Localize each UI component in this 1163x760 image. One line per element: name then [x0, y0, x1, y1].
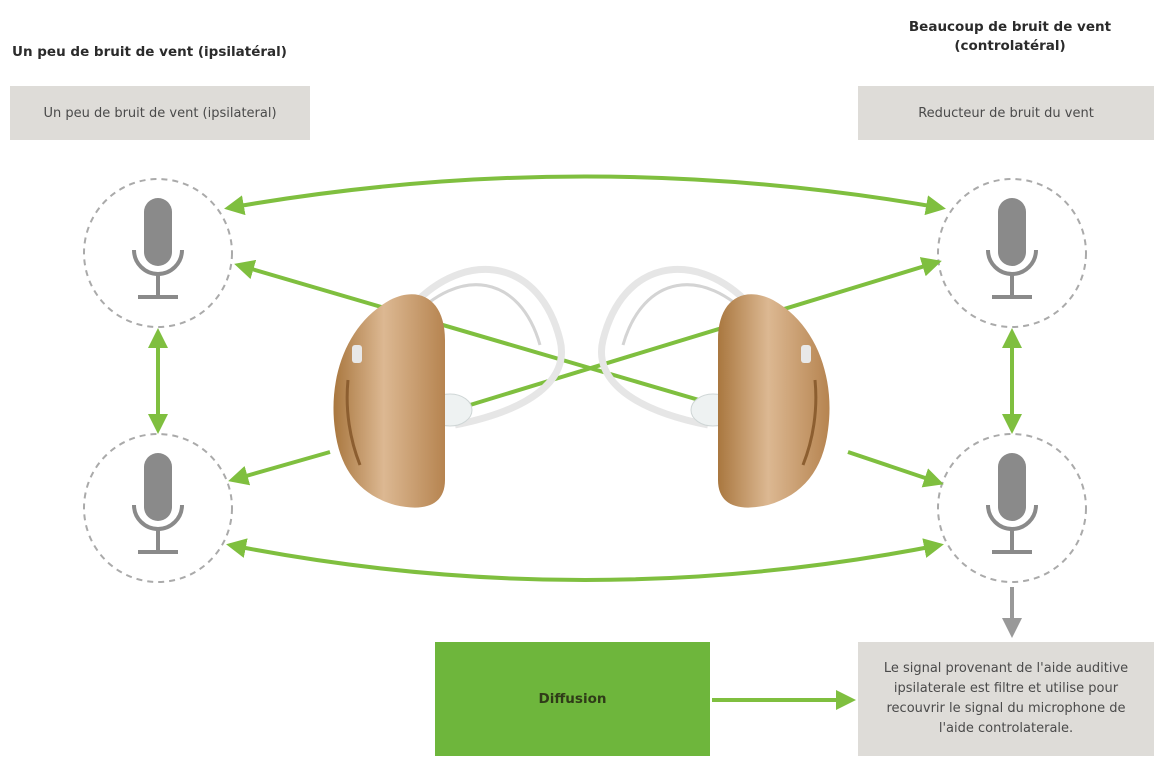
- mic-circle-bottom-right: [937, 433, 1087, 583]
- description-line: l'aide controlaterale.: [938, 721, 1074, 736]
- heading-contralateral-line2: (controlatéral): [954, 38, 1066, 54]
- arrow-to-bottom-left: [228, 450, 331, 486]
- heading-ipsilateral: Un peu de bruit de vent (ipsilatéral): [12, 44, 287, 60]
- mic-circle-bottom-left: [83, 433, 233, 583]
- hearing-aid-icon: [333, 266, 565, 508]
- heading-contralateral-line1: Beaucoup de bruit de vent: [908, 19, 1112, 35]
- arrow-cross-2: [469, 257, 942, 407]
- microphone-icon: [986, 453, 1038, 554]
- arrow-cross-1: [234, 259, 741, 414]
- microphone-icon: [986, 198, 1038, 299]
- heading-contralateral: Beaucoup de bruit de vent (controlatéral…: [880, 18, 1140, 56]
- mic-circle-top-right: [937, 178, 1087, 328]
- mic-circle-top-left: [83, 178, 233, 328]
- microphone-icon: [132, 198, 184, 299]
- box-wind-noise-reducer: Reducteur de bruit du vent: [858, 86, 1154, 140]
- hearing-aid-icon: [598, 266, 830, 508]
- arrow-bottom-arc: [226, 538, 944, 582]
- arrow-top-arc: [224, 174, 946, 216]
- description-line: Le signal provenant de l'aide auditive: [883, 661, 1129, 676]
- box-ipsilateral: Un peu de bruit de vent (ipsilateral): [10, 86, 310, 140]
- microphone-icon: [132, 453, 184, 554]
- description-line: ipsilaterale est filtre et utilise pour: [893, 681, 1119, 696]
- box-diffusion: Diffusion: [435, 642, 710, 756]
- arrow-to-bottom-right: [847, 450, 944, 488]
- description-line: recouvrir le signal du microphone de: [886, 701, 1126, 716]
- box-signal-description: Le signal provenant de l'aide auditive i…: [858, 642, 1154, 756]
